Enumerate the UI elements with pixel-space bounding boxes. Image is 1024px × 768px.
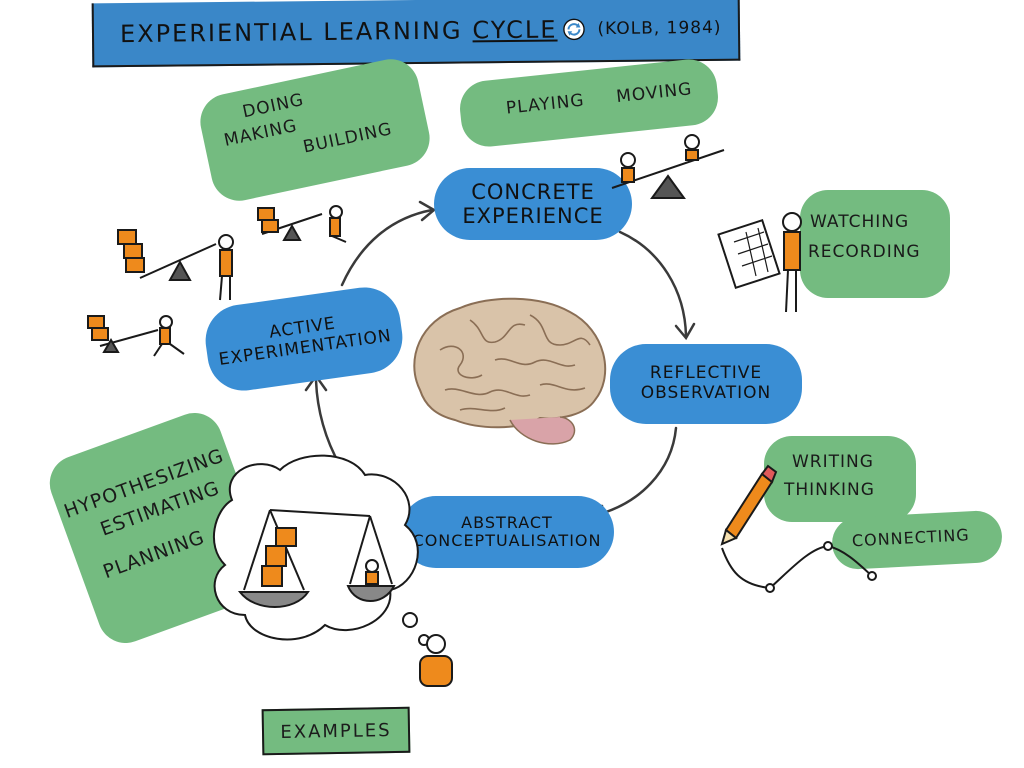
pencil-icon	[720, 464, 778, 546]
stage-concrete-line2: EXPERIENCE	[462, 204, 604, 228]
title-banner: EXPERIENTIAL LEARNING CYCLE (KOLB, 1984)	[91, 0, 741, 68]
stage-reflective-observation: REFLECTIVE OBSERVATION	[610, 344, 802, 424]
cycle-icon	[563, 18, 586, 41]
seesaw-icon	[611, 134, 725, 199]
clipboard-icon	[717, 212, 802, 313]
stage-reflective-line1: REFLECTIVE	[649, 363, 763, 384]
example-watching: WATCHING	[810, 212, 910, 232]
example-thinking: THINKING	[784, 480, 875, 501]
example-writing: WRITING	[792, 452, 874, 472]
brain-image	[413, 297, 607, 445]
arrow-concrete-to-reflective	[618, 230, 688, 338]
examples-watching: WATCHING RECORDING	[800, 190, 950, 298]
stage-abstract-line1: ABSTRACT	[461, 512, 553, 532]
arrow-active-to-concrete	[340, 208, 434, 287]
stage-concrete-experience: CONCRETE EXPERIENCE	[434, 168, 632, 240]
stage-concrete-line1: CONCRETE	[471, 179, 595, 204]
stage-reflective-line2: OBSERVATION	[640, 383, 772, 403]
example-recording: RECORDING	[808, 242, 921, 263]
thought-bubble-icon	[212, 454, 430, 646]
stage-abstract-line2: CONCEPTUALISATION	[412, 531, 602, 550]
thinking-figure-icon	[419, 634, 453, 687]
seesaw-icon	[117, 229, 234, 301]
seesaw-icon	[257, 205, 347, 243]
connecting-line	[721, 541, 877, 593]
seesaw-icon	[87, 315, 185, 357]
scale-icon	[237, 509, 396, 608]
stage-abstract-conceptualisation: ABSTRACT CONCEPTUALISATION	[400, 496, 614, 568]
examples-writing: WRITING THINKING	[764, 436, 916, 522]
